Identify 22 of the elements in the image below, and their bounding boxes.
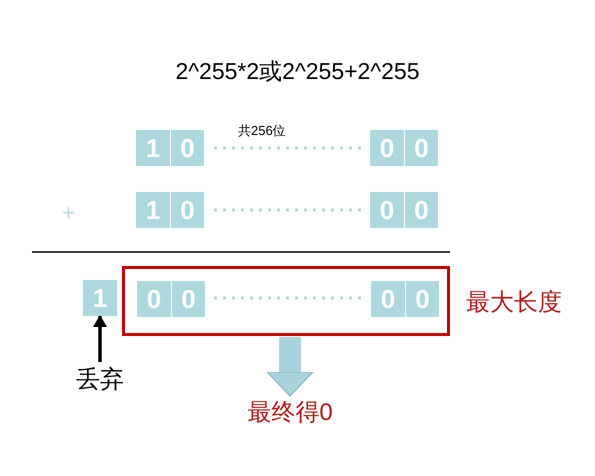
block-arrow [266,337,314,396]
bit-cell: 0 [137,281,171,317]
node-text: 丢弃 [62,362,138,398]
length-label: 最大长度 [466,288,562,318]
bit-cell: 0 [370,192,404,228]
bit-cell: 0 [370,130,404,166]
bit-cell: 0 [405,192,438,228]
width-note: 共256位 [238,122,286,140]
bit-cell: 0 [371,281,405,317]
bit-cell: 0 [171,130,204,166]
bit-cell: 1 [83,280,117,316]
arrow [93,315,107,362]
bit-cell: 0 [172,281,205,317]
bit-cell: 0 [406,281,439,317]
bit-cell: 0 [405,130,438,166]
bit-cell: 1 [136,130,170,166]
title: 2^255*2或2^255+2^255 [174,57,421,86]
bit-cell: 1 [136,192,170,228]
node-text: 最终得0 [225,396,355,430]
bit-cell: 0 [171,192,204,228]
result-frame [122,266,450,336]
plus-sign: + [62,200,75,226]
